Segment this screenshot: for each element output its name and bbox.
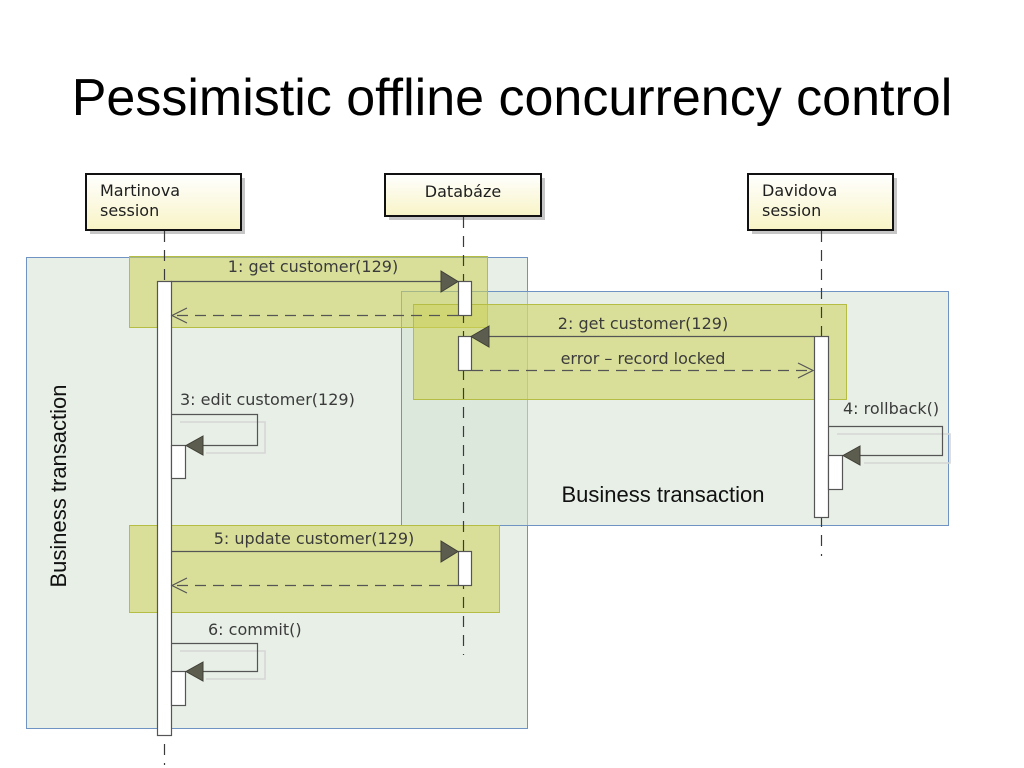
message-get-customer-davidova: 2: get customer(129) — [470, 314, 814, 348]
activation-databaze-locked — [457, 335, 473, 372]
lifeline-name: Databáze — [425, 182, 501, 201]
activation-edit — [170, 444, 187, 480]
return-update-customer — [170, 577, 458, 594]
slide-title: Pessimistic offline concurrency control — [71, 69, 953, 127]
self-call-line — [829, 425, 944, 457]
edit-call-shadow — [180, 421, 266, 454]
davidova-transaction-label: Business transaction — [562, 482, 765, 507]
filled-arrowhead-icon — [470, 325, 490, 348]
return-get-customer-martinova — [170, 307, 458, 324]
activation-rollback — [827, 454, 844, 491]
self-call-shadows — [180, 421, 951, 680]
filled-arrowhead-icon — [184, 661, 204, 682]
martinova-transaction-label: Business transaction — [46, 385, 71, 588]
message-commit: 6: commit() — [172, 620, 302, 682]
lifeline-name-line1: Martinova — [100, 181, 180, 200]
message-get-customer-martinova: 1: get customer(129) — [171, 257, 459, 293]
lifeline-head-davidova: Davidova session — [747, 173, 897, 234]
rollback-call-shadow — [837, 433, 951, 464]
return-record-locked: error – record locked — [472, 349, 815, 379]
lifeline-head-databaze: Databáze — [384, 173, 545, 220]
filled-arrowhead-icon — [440, 540, 459, 563]
message-label: 5: update customer(129) — [214, 529, 414, 548]
lifeline-name-line1: Davidova — [762, 181, 837, 200]
activation-databaze-get — [457, 280, 473, 317]
filled-arrowhead-icon — [184, 435, 204, 456]
lifeline-head-box — [747, 173, 894, 231]
open-arrowhead-icon — [797, 362, 815, 379]
message-edit-customer: 3: edit customer(129) — [172, 390, 355, 456]
lifeline-head-martinova: Martinova session — [85, 173, 245, 234]
open-arrowhead-icon — [170, 307, 188, 324]
lifeline-head-box — [85, 173, 242, 231]
filled-arrowhead-icon — [440, 270, 459, 293]
activation-davidova — [813, 335, 830, 519]
activation-martinova — [156, 280, 173, 737]
message-label: 6: commit() — [208, 620, 302, 639]
lock-region-record-locked — [413, 304, 847, 400]
filled-arrowhead-icon — [841, 445, 861, 466]
lifeline-name-line2: session — [762, 201, 821, 220]
message-update-customer: 5: update customer(129) — [171, 529, 459, 563]
self-call-line — [172, 413, 259, 447]
self-call-line — [172, 642, 259, 673]
lifeline-head-box — [384, 173, 542, 217]
message-label: 1: get customer(129) — [228, 257, 398, 276]
message-label: 2: get customer(129) — [558, 314, 728, 333]
message-rollback: 4: rollback() — [829, 399, 944, 466]
activation-commit — [170, 670, 187, 707]
open-arrowhead-icon — [170, 577, 188, 594]
message-label: error – record locked — [561, 349, 726, 368]
activation-bars — [156, 280, 844, 737]
lock-regions — [129, 256, 847, 613]
lifeline-name-line2: session — [100, 201, 159, 220]
lock-region-update-customer — [129, 525, 500, 613]
activation-databaze-update — [457, 550, 473, 587]
message-label: 4: rollback() — [843, 399, 939, 418]
commit-call-shadow — [180, 650, 266, 680]
message-label: 3: edit customer(129) — [180, 390, 355, 409]
